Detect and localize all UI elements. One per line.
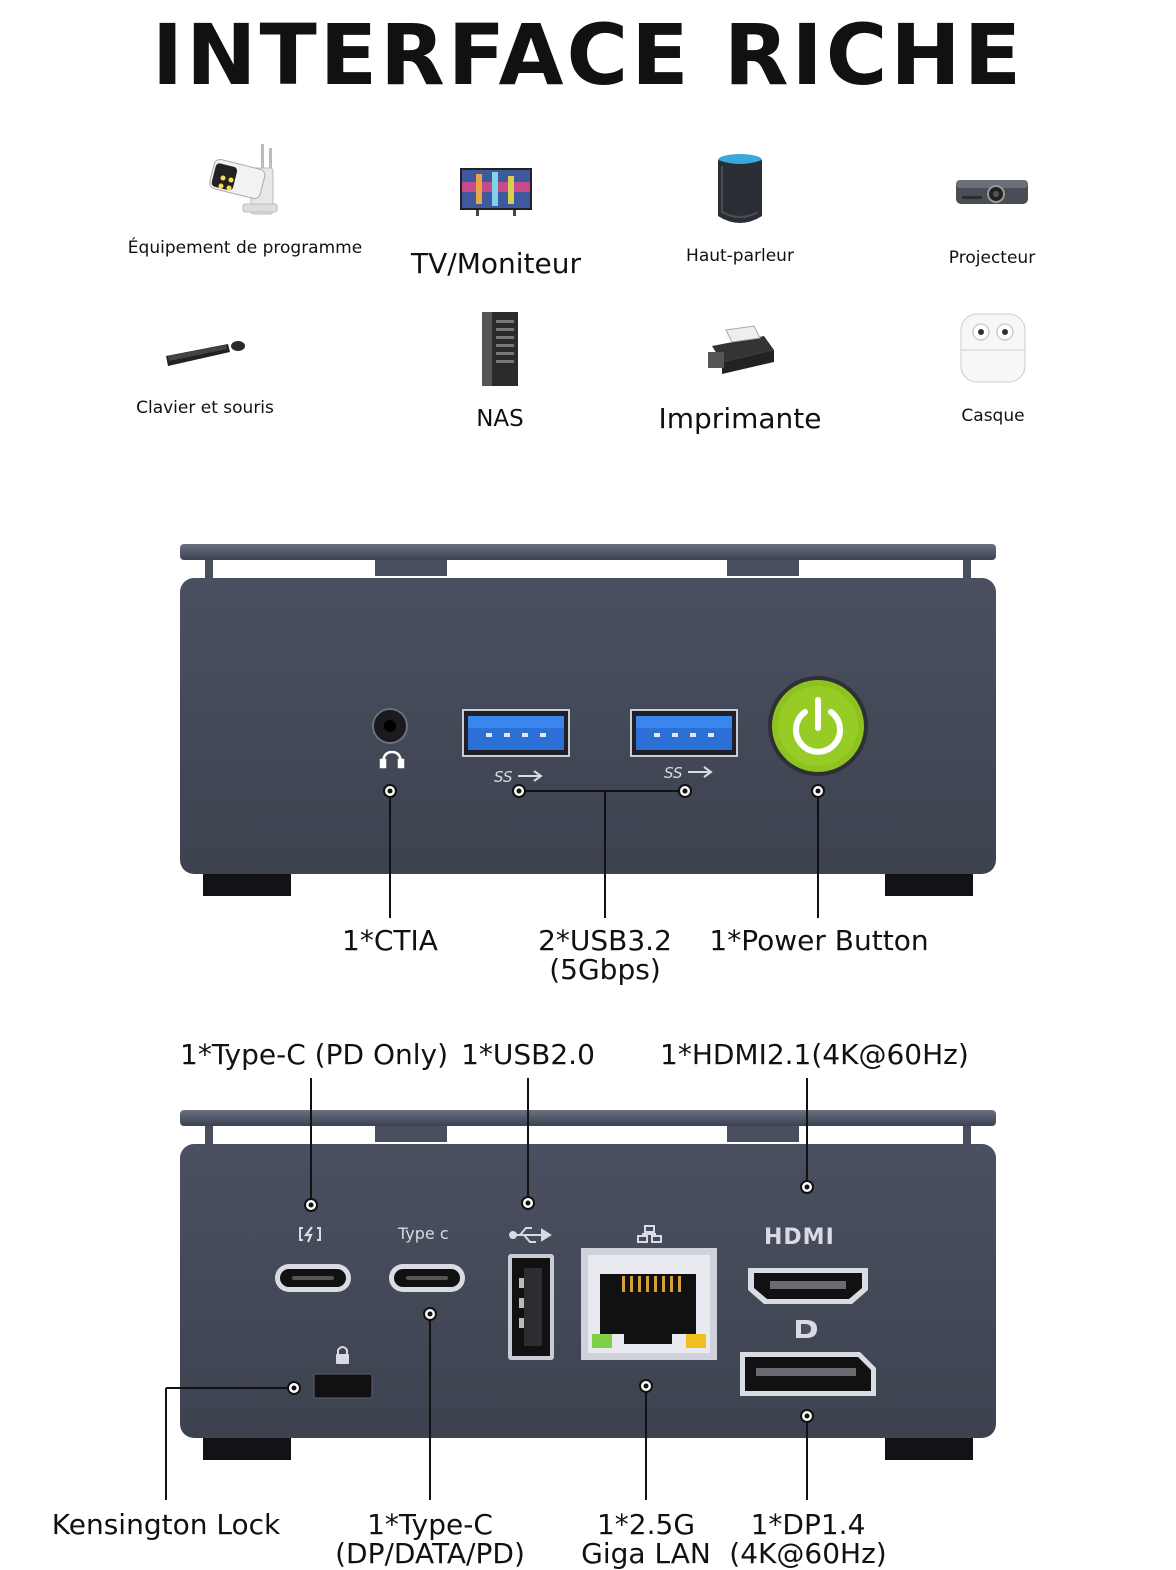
label-usb32-line2: (5Gbps)	[549, 953, 661, 986]
hdmi-port	[748, 1268, 868, 1304]
label-power: 1*Power Button	[709, 924, 929, 957]
smart-speaker-icon	[718, 154, 762, 223]
label-typec-dp: 1*Type-C (DP/DATA/PD)	[330, 1510, 530, 1568]
device-label: Haut-parleur	[686, 246, 794, 266]
label-typec-dp-line1: 1*Type-C	[367, 1508, 493, 1541]
label-kensington: Kensington Lock	[51, 1508, 281, 1541]
device-label: Casque	[961, 406, 1025, 426]
displayport-port	[740, 1352, 876, 1396]
device-camera: Équipement de programme	[125, 140, 365, 258]
device-label: TV/Moniteur	[411, 247, 581, 280]
label-lan-line2: Giga LAN	[581, 1537, 711, 1570]
usb3-port	[630, 709, 738, 757]
typec-pd-port	[275, 1264, 351, 1292]
label-lan: 1*2.5G Giga LAN	[576, 1510, 716, 1568]
front-panel: SS SS	[180, 544, 996, 918]
headset-icon	[379, 750, 405, 769]
security-camera-icon	[209, 144, 278, 215]
label-typec-pd: 1*Type-C (PD Only)	[180, 1038, 449, 1071]
device-speaker: Haut-parleur	[650, 150, 830, 266]
page-title: INTERFACE RICHE	[151, 6, 1025, 104]
label-ctia: 1*CTIA	[342, 924, 438, 957]
label-lan-line1: 1*2.5G	[596, 1508, 696, 1541]
hdmi-mark: HDMI	[764, 1225, 835, 1250]
label-usb32: 2*USB3.2 (5Gbps)	[495, 926, 715, 984]
device-keyboard: Clavier et souris	[115, 330, 295, 418]
pd-power-icon	[299, 1226, 321, 1243]
projector-icon	[956, 180, 1028, 204]
device-label: Clavier et souris	[136, 398, 274, 418]
lock-icon	[336, 1346, 349, 1364]
label-usb20: 1*USB2.0	[461, 1038, 595, 1071]
label-typec-dp-line2: (DP/DATA/PD)	[335, 1537, 525, 1570]
earbuds-icon	[960, 313, 1026, 383]
kensington-slot	[313, 1373, 373, 1399]
label-usb32-line1: 2*USB3.2	[538, 924, 672, 957]
ss-mark: SS	[664, 764, 683, 782]
printer-icon	[708, 325, 774, 374]
device-label: Équipement de programme	[127, 238, 363, 258]
usb-trident-icon	[518, 766, 713, 782]
network-icon	[637, 1225, 662, 1243]
device-label: NAS	[476, 406, 524, 432]
typec-mark: Type c	[397, 1224, 449, 1243]
device-label: Imprimante	[658, 402, 822, 435]
ss-mark: SS	[494, 768, 513, 786]
typec-dp-port	[389, 1264, 465, 1292]
label-dp-line1: 1*DP1.4	[750, 1508, 866, 1541]
usb-trident-icon	[509, 1227, 552, 1243]
device-label: Projecteur	[948, 248, 1036, 268]
monitor-icon	[460, 168, 532, 216]
device-printer: Imprimante	[640, 322, 840, 435]
label-dp-line2: (4K@60Hz)	[729, 1537, 887, 1570]
device-earbuds: Casque	[913, 310, 1073, 426]
label-hdmi: 1*HDMI2.1(4K@60Hz)	[660, 1038, 969, 1071]
power-button[interactable]	[768, 676, 868, 776]
displayport-icon	[796, 1320, 817, 1338]
power-icon	[793, 697, 843, 755]
device-monitor: TV/Moniteur	[396, 160, 596, 280]
rear-panel: Type c HDMI	[165, 1078, 996, 1500]
device-projector: Projecteur	[912, 170, 1072, 268]
keyboard-mouse-icon	[166, 341, 245, 366]
usb2-port	[508, 1254, 554, 1360]
device-nas: NAS	[440, 310, 560, 432]
nas-server-icon	[482, 312, 518, 386]
ethernet-port	[581, 1248, 717, 1360]
usb3-port	[462, 709, 570, 757]
label-dp: 1*DP1.4 (4K@60Hz)	[726, 1510, 890, 1568]
